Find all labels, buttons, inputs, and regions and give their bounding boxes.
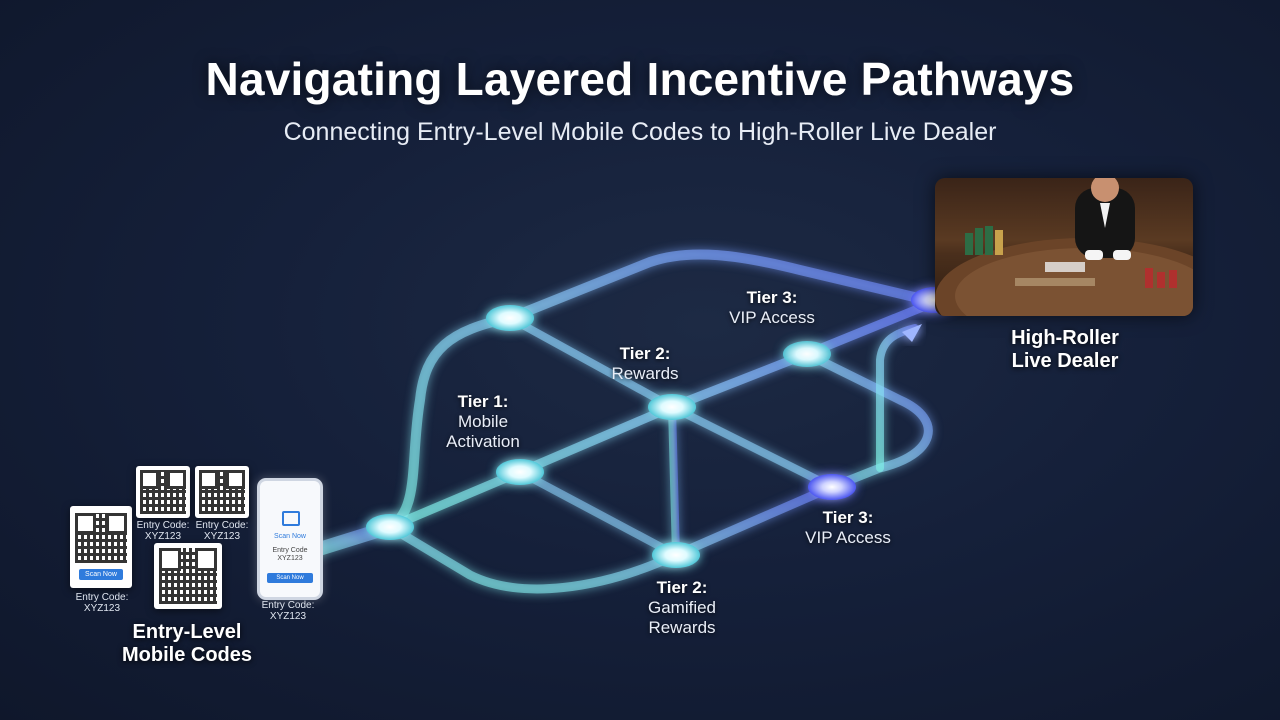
qr-card-2-caption: Entry Code: XYZ123 bbox=[130, 520, 196, 542]
qr-card-1-button[interactable]: Scan Now bbox=[78, 569, 124, 580]
node-tier2-rewards bbox=[648, 394, 696, 420]
path-right-loop bbox=[802, 349, 933, 492]
qr-card-2-caption-line2: XYZ123 bbox=[144, 531, 182, 542]
arrow-icon bbox=[902, 324, 922, 342]
qr-card-1-caption-line2: XYZ123 bbox=[83, 603, 121, 614]
page-subtitle: Connecting Entry-Level Mobile Codes to H… bbox=[283, 118, 997, 146]
scan-icon bbox=[282, 511, 300, 526]
live-dealer-image bbox=[935, 178, 1193, 316]
qr-card-3-caption: Entry Code: XYZ123 bbox=[189, 520, 255, 542]
node-top bbox=[486, 305, 534, 331]
phone-caption-line2: XYZ123 bbox=[269, 611, 307, 622]
page-title: Navigating Layered Incentive Pathways bbox=[205, 53, 1075, 105]
node-tier2-gamified bbox=[652, 542, 700, 568]
qr-card-1-caption: Entry Code: XYZ123 bbox=[64, 592, 140, 614]
phone-device[interactable]: Scan Now Entry Code XYZ123 Scan Now bbox=[257, 478, 323, 600]
label-tier2b-line1: Gamified bbox=[647, 598, 717, 617]
label-tier2a-body: Rewards bbox=[611, 364, 679, 383]
qr-card-2-caption-line1: Entry Code: bbox=[136, 520, 190, 531]
node-tier3-vip-upper bbox=[783, 341, 831, 367]
label-high-roller-line1: High-Roller bbox=[1011, 327, 1119, 349]
path-vertical bbox=[668, 403, 680, 559]
phone-code: Entry Code XYZ123 bbox=[260, 547, 320, 563]
qr-code-icon bbox=[199, 470, 246, 514]
label-tier3b-head: Tier 3: bbox=[822, 508, 874, 527]
label-tier2a-head: Tier 2: bbox=[619, 344, 671, 363]
label-tier1-head: Tier 1: bbox=[457, 392, 509, 411]
qr-code-icon bbox=[159, 548, 217, 604]
qr-card-3-caption-line2: XYZ123 bbox=[203, 531, 241, 542]
phone-title: Scan Now bbox=[274, 533, 306, 540]
qr-card-1-caption-line1: Entry Code: bbox=[75, 592, 129, 603]
qr-card-2[interactable] bbox=[136, 466, 190, 518]
label-tier2-gamified: Tier 2: Gamified Rewards bbox=[632, 578, 732, 638]
phone-scan-button[interactable]: Scan Now bbox=[267, 573, 313, 583]
path-outer-top bbox=[385, 249, 940, 532]
label-tier3b-body: VIP Access bbox=[805, 528, 891, 547]
qr-card-3-caption-line1: Entry Code: bbox=[195, 520, 249, 531]
label-tier2b-line2: Rewards bbox=[648, 618, 716, 637]
node-tier3-vip-lower bbox=[808, 474, 856, 500]
qr-code-icon bbox=[74, 512, 128, 564]
phone-caption-line1: Entry Code: bbox=[261, 600, 315, 611]
label-tier1-line2: Activation bbox=[446, 432, 520, 451]
qr-card-3[interactable] bbox=[195, 466, 249, 518]
qr-card-4[interactable] bbox=[154, 543, 222, 609]
label-high-roller: High-Roller Live Dealer bbox=[990, 327, 1140, 373]
phone-code-line1: Entry Code bbox=[272, 547, 308, 554]
phone-code-line2: XYZ123 bbox=[277, 555, 303, 562]
label-high-roller-line2: Live Dealer bbox=[1011, 350, 1119, 372]
label-tier3-lower: Tier 3: VIP Access bbox=[796, 508, 900, 548]
label-tier3-upper: Tier 3: VIP Access bbox=[720, 288, 824, 328]
label-tier1: Tier 1: Mobile Activation bbox=[438, 392, 528, 452]
label-tier3a-body: VIP Access bbox=[729, 308, 815, 327]
label-entry-line1: Entry-Level bbox=[132, 621, 242, 643]
label-entry-line2: Mobile Codes bbox=[121, 644, 252, 666]
label-tier2-rewards: Tier 2: Rewards bbox=[600, 344, 690, 384]
node-tier1 bbox=[496, 459, 544, 485]
path-lower-diag bbox=[516, 468, 680, 559]
label-tier3a-head: Tier 3: bbox=[746, 288, 798, 307]
phone-caption: Entry Code: XYZ123 bbox=[250, 600, 326, 622]
qr-code-icon bbox=[140, 470, 187, 514]
label-tier2b-head: Tier 2: bbox=[656, 578, 708, 597]
node-start bbox=[366, 514, 414, 540]
label-tier1-line1: Mobile bbox=[457, 412, 509, 431]
label-entry-level: Entry-Level Mobile Codes bbox=[107, 621, 267, 667]
qr-card-1[interactable]: Scan Now bbox=[70, 506, 132, 588]
